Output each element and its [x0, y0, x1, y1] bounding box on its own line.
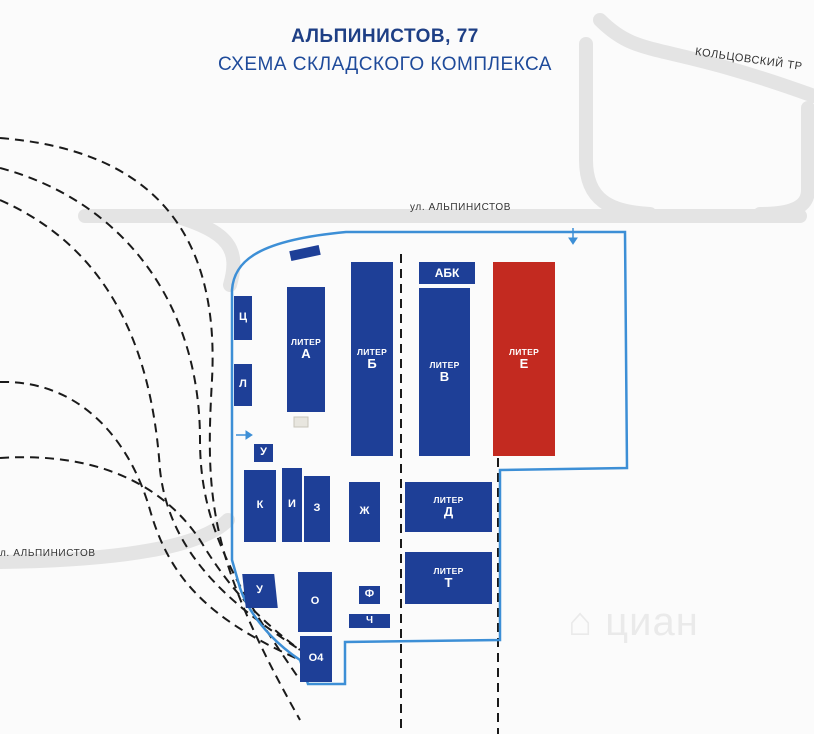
building-ch[interactable]: Ч — [349, 614, 390, 628]
building-v[interactable]: ЛИТЕР В — [419, 288, 470, 456]
building-b-prefix: ЛИТЕР — [356, 346, 388, 357]
building-l[interactable]: Л — [234, 364, 252, 406]
building-d[interactable]: ЛИТЕР Д — [405, 482, 492, 532]
building-zh[interactable]: Ж — [349, 482, 380, 542]
building-d-prefix: ЛИТЕР — [433, 494, 464, 505]
building-o4[interactable]: О4 — [300, 636, 332, 682]
building-abk[interactable]: АБК — [419, 262, 475, 284]
building-t[interactable]: ЛИТЕР Т — [405, 552, 492, 604]
page-title: АЛЬПИНИСТОВ, 77 — [291, 26, 479, 47]
road-ramp — [579, 37, 657, 221]
building-e-letter: Е — [519, 355, 529, 371]
building-v-letter: В — [439, 368, 450, 384]
rail-3 — [0, 199, 301, 651]
building-v-prefix: ЛИТЕР — [429, 359, 460, 370]
page-subtitle: СХЕМА СКЛАДСКОГО КОМПЛЕКСА — [218, 54, 552, 75]
building-z[interactable]: З — [304, 476, 330, 542]
building-d-letter: Д — [443, 503, 454, 519]
building-u2[interactable]: У — [242, 574, 278, 608]
building-o[interactable]: О — [298, 572, 332, 632]
scale-marker — [293, 416, 309, 428]
building-i[interactable]: И — [282, 468, 302, 542]
building-a-letter: А — [301, 346, 311, 362]
watermark: ⌂ циан — [568, 600, 699, 644]
building-k[interactable]: К — [244, 470, 276, 542]
building-t-prefix: ЛИТЕР — [433, 565, 464, 576]
building-f[interactable]: Ф — [359, 586, 380, 604]
road-corner — [168, 209, 241, 292]
inner-route — [230, 230, 629, 686]
street-label-alpinistov-left: л. АЛЬПИНИСТОВ — [0, 548, 96, 559]
small-building-top — [289, 244, 321, 262]
entry-arrow-head — [568, 237, 578, 245]
building-t-letter: Т — [444, 574, 453, 590]
building-e-prefix: ЛИТЕР — [508, 346, 540, 357]
building-b[interactable]: ЛИТЕР Б — [351, 262, 393, 456]
road-right — [753, 101, 814, 221]
rail-4 — [0, 380, 301, 661]
road-koltsovsky — [593, 13, 814, 103]
street-label-alpinistov-top: ул. АЛЬПИНИСТОВ — [410, 202, 511, 213]
side-arrow-head — [245, 430, 253, 440]
rail-1 — [0, 137, 301, 721]
building-b-letter: Б — [367, 355, 377, 371]
building-ts[interactable]: Ц — [234, 296, 252, 340]
building-e[interactable]: ЛИТЕР Е — [493, 262, 555, 456]
building-a-prefix: ЛИТЕР — [290, 337, 322, 348]
building-a[interactable]: ЛИТЕР А — [287, 287, 325, 412]
building-u1[interactable]: У — [254, 444, 273, 462]
